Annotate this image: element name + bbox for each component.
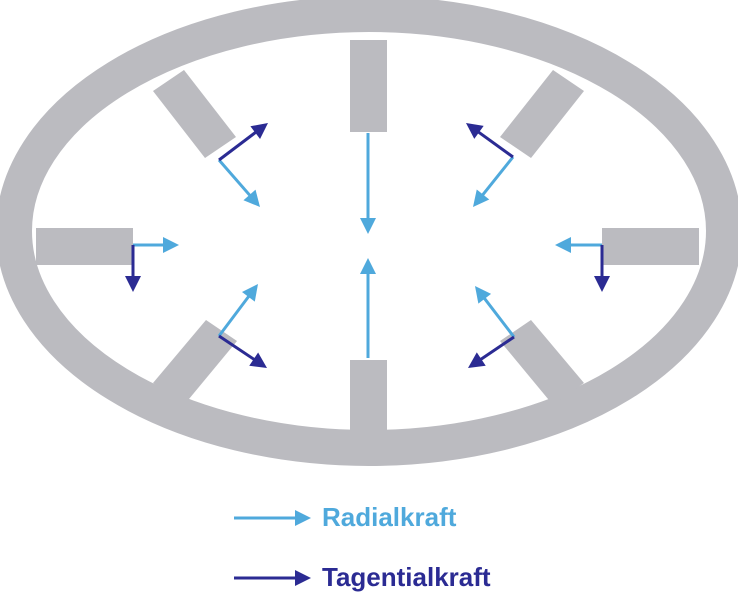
radial-arrow-upper-right	[473, 156, 515, 207]
tangential-arrow-lower-left	[218, 334, 267, 368]
tooth-upper-left	[153, 70, 236, 158]
legend-tangential-arrow	[234, 570, 311, 586]
tooth-lower-left	[153, 320, 237, 405]
tooth-upper-right	[500, 70, 584, 158]
radial-arrow-left	[133, 237, 179, 253]
legend-radial-arrow	[234, 510, 311, 526]
radial-arrow-lower-left	[217, 284, 258, 337]
radial-arrow-head	[473, 189, 490, 207]
tooth-top	[350, 40, 387, 132]
tangential-arrow-right	[594, 245, 610, 292]
tangential-arrow-head	[468, 352, 486, 368]
radial-arrow-upper-left	[217, 159, 260, 207]
tangential-arrow-left	[125, 245, 141, 292]
radial-arrow-head	[555, 237, 571, 253]
radial-arrow-top	[360, 133, 376, 234]
radial-arrow-bottom	[360, 258, 376, 358]
tangential-arrow-lower-right	[468, 335, 515, 368]
tangential-arrow-head	[250, 123, 268, 140]
tangential-arrow-shaft	[218, 130, 257, 162]
tangential-arrow-head	[466, 123, 484, 139]
radial-arrow-lower-right	[475, 286, 516, 338]
tangential-arrow-upper-right	[466, 123, 514, 159]
tangential-arrow-head	[125, 276, 141, 292]
radial-arrow-head	[163, 237, 179, 253]
radial-arrow-head	[360, 218, 376, 234]
force-arrows	[125, 123, 610, 586]
radial-arrow-shaft	[481, 156, 515, 197]
tangential-arrow-head	[594, 276, 610, 292]
tooth-bottom	[350, 360, 387, 455]
tooth-lower-right	[500, 320, 584, 405]
tangential-arrow-upper-left	[218, 123, 268, 162]
radial-arrow-head	[360, 258, 376, 274]
radial-arrow-head	[295, 510, 311, 526]
legend-tangential-label: Tagentialkraft	[322, 562, 491, 592]
tangential-arrow-head	[249, 352, 267, 368]
tangential-arrow-shaft	[218, 334, 256, 361]
radial-arrow-shaft	[217, 159, 252, 197]
radial-arrow-right	[555, 237, 602, 253]
tangential-arrow-shaft	[479, 335, 515, 361]
stator-teeth	[36, 40, 699, 455]
tooth-right	[602, 228, 699, 265]
tangential-arrow-head	[295, 570, 311, 586]
radial-arrow-shaft	[217, 295, 251, 337]
radial-arrow-head	[475, 286, 492, 304]
tooth-left	[36, 228, 133, 265]
legend-radial-label: Radialkraft	[322, 502, 457, 532]
radial-arrow-head	[242, 284, 258, 302]
radial-arrow-shaft	[482, 297, 516, 338]
radial-arrow-head	[243, 189, 260, 207]
tangential-arrow-shaft	[477, 130, 514, 159]
